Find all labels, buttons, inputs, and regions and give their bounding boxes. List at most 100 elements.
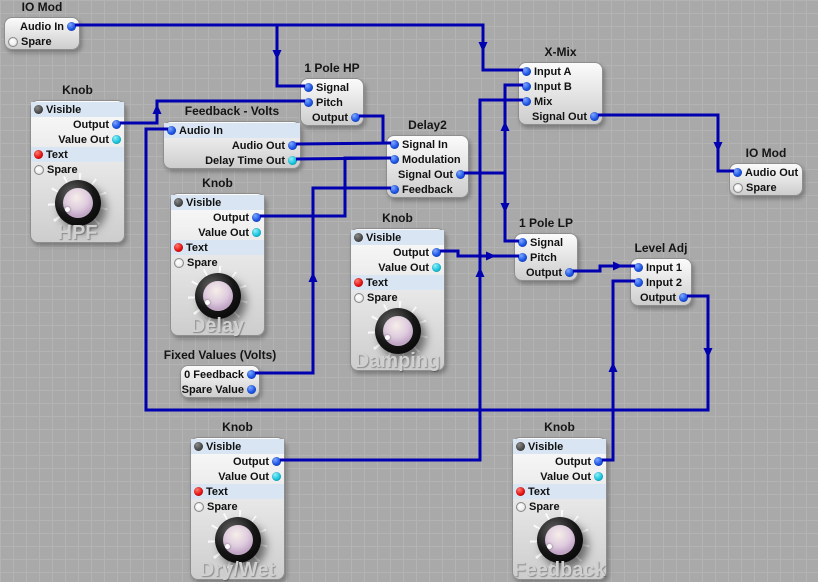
port-level-adj-output[interactable]: Output xyxy=(631,290,691,305)
port-dot-cyan[interactable] xyxy=(432,263,441,272)
port-knob-damping-value-out[interactable]: Value Out xyxy=(351,260,444,275)
port-dot-white[interactable] xyxy=(516,501,526,512)
port-feedback-volts-delay-time-out[interactable]: Delay Time Out xyxy=(164,153,300,168)
wire-knob-feedback-output--level-adj-input-2[interactable] xyxy=(602,279,635,462)
port-dot-blue[interactable] xyxy=(272,457,281,466)
wire-knob-drywet-output--x-mix-mix[interactable] xyxy=(280,98,523,462)
port-feedback-volts-audio-out[interactable]: Audio Out xyxy=(164,138,300,153)
port-knob-drywet-output[interactable]: Output xyxy=(191,454,284,469)
wire-pole-lp-output--level-adj-input-1[interactable] xyxy=(573,264,635,273)
port-dot-white[interactable] xyxy=(194,501,204,512)
port-dot-blue[interactable] xyxy=(390,155,399,164)
port-dot-blue[interactable] xyxy=(590,112,599,121)
port-dot-white[interactable] xyxy=(354,292,364,303)
port-dot-blue[interactable] xyxy=(112,120,121,129)
port-dot-white[interactable] xyxy=(34,164,44,175)
port-pole-lp-pitch[interactable]: Pitch xyxy=(515,250,577,265)
port-io-mod-out-spare[interactable]: Spare xyxy=(730,180,802,195)
port-dot-blue[interactable] xyxy=(522,82,531,91)
port-pole-hp-output[interactable]: Output xyxy=(301,110,363,125)
port-knob-drywet-text[interactable]: Text xyxy=(191,484,284,499)
port-dot-dark[interactable] xyxy=(354,233,363,242)
port-knob-delay-visible[interactable]: Visible xyxy=(171,195,264,210)
port-level-adj-input-1[interactable]: Input 1 xyxy=(631,260,691,275)
port-knob-hpf-output[interactable]: Output xyxy=(31,117,124,132)
port-knob-feedback-visible[interactable]: Visible xyxy=(513,439,606,454)
port-delay2-signal-in[interactable]: Signal In xyxy=(387,137,468,152)
port-knob-hpf-text[interactable]: Text xyxy=(31,147,124,162)
knob-control[interactable] xyxy=(214,517,261,563)
port-dot-blue[interactable] xyxy=(518,253,527,262)
port-dot-white[interactable] xyxy=(8,36,18,47)
port-pole-hp-signal[interactable]: Signal xyxy=(301,80,363,95)
port-x-mix-input-a[interactable]: Input A xyxy=(519,64,602,79)
port-dot-cyan[interactable] xyxy=(112,135,121,144)
port-io-mod-out-audio-out[interactable]: Audio Out xyxy=(730,165,802,180)
port-dot-blue[interactable] xyxy=(247,385,256,394)
port-dot-blue[interactable] xyxy=(390,185,399,194)
port-knob-drywet-spare[interactable]: Spare xyxy=(191,499,284,514)
port-dot-red[interactable] xyxy=(174,243,183,252)
port-pole-hp-pitch[interactable]: Pitch xyxy=(301,95,363,110)
port-knob-feedback-value-out[interactable]: Value Out xyxy=(513,469,606,484)
port-dot-blue[interactable] xyxy=(288,141,297,150)
port-knob-delay-text[interactable]: Text xyxy=(171,240,264,255)
port-level-adj-input-2[interactable]: Input 2 xyxy=(631,275,691,290)
port-dot-blue[interactable] xyxy=(634,263,643,272)
port-dot-white[interactable] xyxy=(174,257,184,268)
port-dot-dark[interactable] xyxy=(194,442,203,451)
port-dot-blue[interactable] xyxy=(522,67,531,76)
port-dot-cyan[interactable] xyxy=(272,472,281,481)
port-knob-hpf-value-out[interactable]: Value Out xyxy=(31,132,124,147)
port-dot-cyan[interactable] xyxy=(594,472,603,481)
port-knob-feedback-output[interactable]: Output xyxy=(513,454,606,469)
port-x-mix-signal-out[interactable]: Signal Out xyxy=(519,109,602,124)
port-delay2-modulation[interactable]: Modulation xyxy=(387,152,468,167)
port-x-mix-mix[interactable]: Mix xyxy=(519,94,602,109)
port-knob-drywet-visible[interactable]: Visible xyxy=(191,439,284,454)
knob-control[interactable] xyxy=(374,308,421,354)
port-dot-blue[interactable] xyxy=(679,293,688,302)
port-dot-dark[interactable] xyxy=(516,442,525,451)
port-feedback-volts-audio-in[interactable]: Audio In xyxy=(164,123,300,138)
port-knob-hpf-spare[interactable]: Spare xyxy=(31,162,124,177)
wire-x-mix-signal-out--io-mod-out-audio-out[interactable] xyxy=(598,113,734,173)
port-dot-white[interactable] xyxy=(733,182,743,193)
port-io-mod-in-spare[interactable]: Spare xyxy=(5,34,79,49)
port-dot-blue[interactable] xyxy=(518,238,527,247)
port-knob-hpf-visible[interactable]: Visible xyxy=(31,102,124,117)
port-dot-blue[interactable] xyxy=(304,98,313,107)
port-dot-red[interactable] xyxy=(194,487,203,496)
port-delay2-signal-out[interactable]: Signal Out xyxy=(387,167,468,182)
port-dot-red[interactable] xyxy=(516,487,525,496)
port-pole-lp-signal[interactable]: Signal xyxy=(515,235,577,250)
port-knob-delay-output[interactable]: Output xyxy=(171,210,264,225)
port-knob-feedback-spare[interactable]: Spare xyxy=(513,499,606,514)
port-dot-blue[interactable] xyxy=(247,370,256,379)
port-io-mod-in-audio-in[interactable]: Audio In xyxy=(5,19,79,34)
port-knob-feedback-text[interactable]: Text xyxy=(513,484,606,499)
port-dot-blue[interactable] xyxy=(456,170,465,179)
port-knob-delay-value-out[interactable]: Value Out xyxy=(171,225,264,240)
port-dot-cyan[interactable] xyxy=(288,156,297,165)
wire-delay2-signal-out--x-mix-input-b[interactable] xyxy=(464,83,523,175)
port-knob-drywet-value-out[interactable]: Value Out xyxy=(191,469,284,484)
port-fixed-values-0-feedback[interactable]: 0 Feedback xyxy=(181,367,259,382)
port-dot-blue[interactable] xyxy=(733,168,742,177)
port-knob-damping-text[interactable]: Text xyxy=(351,275,444,290)
port-knob-damping-output[interactable]: Output xyxy=(351,245,444,260)
knob-control[interactable] xyxy=(194,273,241,319)
port-dot-blue[interactable] xyxy=(634,278,643,287)
port-dot-blue[interactable] xyxy=(304,83,313,92)
